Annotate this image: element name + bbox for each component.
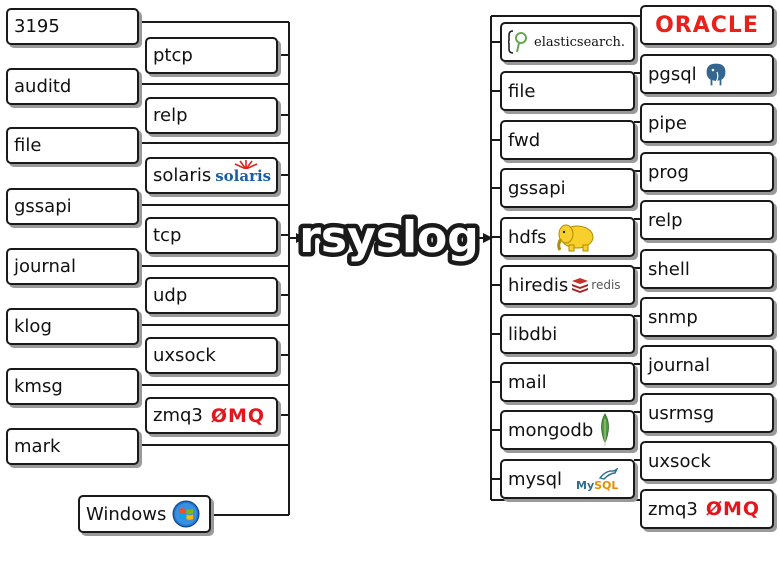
- module-label: udp: [153, 285, 188, 306]
- elasticsearch-logo-text: elasticsearch.: [534, 34, 626, 50]
- module-label: journal: [648, 354, 710, 376]
- module-label: pgsql: [648, 63, 697, 85]
- solaris-logo: solaris: [215, 159, 272, 185]
- module-label: ptcp: [153, 45, 193, 66]
- mysql-dolphin-icon: [599, 467, 619, 480]
- module-label: hdfs: [508, 226, 547, 248]
- zeromq-logo: ØMQ: [705, 498, 761, 520]
- mysql-logo-text: MySQL: [576, 480, 618, 491]
- module-label: relp: [648, 209, 683, 231]
- redis-logo-text: redis: [591, 278, 621, 292]
- module-label: journal: [14, 256, 76, 277]
- output-prog: prog: [640, 152, 774, 192]
- module-label: 3195: [14, 16, 60, 37]
- output-relp: relp: [640, 200, 774, 240]
- solaris-sunrise-icon: [234, 159, 258, 169]
- input-3195: 3195: [6, 8, 139, 45]
- output-mysql: mysql MySQL: [500, 459, 635, 499]
- module-label: kmsg: [14, 376, 63, 397]
- rsyslog-title-graphic: rsyslog: [295, 208, 484, 268]
- zeromq-logo: ØMQ: [210, 404, 266, 427]
- module-label: gssapi: [508, 177, 566, 199]
- output-usrmsg: usrmsg: [640, 393, 774, 433]
- module-label: mysql: [508, 468, 562, 490]
- rsyslog-title: rsyslog: [299, 212, 479, 263]
- output-snmp: snmp: [640, 297, 774, 337]
- postgresql-elephant-icon: [705, 62, 727, 87]
- module-label: zmq3: [153, 405, 203, 426]
- module-label: shell: [648, 258, 690, 280]
- mysql-logo-text-part: My: [576, 478, 595, 492]
- module-label: pipe: [648, 112, 687, 134]
- module-label: file: [508, 80, 536, 102]
- module-label: uxsock: [648, 450, 711, 472]
- output-file: file: [500, 71, 635, 111]
- module-label: hiredis: [508, 274, 569, 296]
- oracle-logo: ORACLE: [655, 12, 759, 38]
- output-hiredis: hiredis redis: [500, 265, 635, 305]
- module-label: solaris: [153, 165, 212, 186]
- input-kmsg: kmsg: [6, 368, 139, 405]
- output-zmq3: zmq3 ØMQ: [640, 489, 774, 529]
- input-gssapi: gssapi: [6, 188, 139, 225]
- module-label: gssapi: [14, 196, 72, 217]
- hadoop-elephant-icon: [556, 224, 594, 252]
- module-label: klog: [14, 316, 52, 337]
- output-pipe: pipe: [640, 103, 774, 143]
- output-pgsql: pgsql: [640, 54, 774, 94]
- output-hdfs: hdfs: [500, 217, 635, 257]
- mongodb-leaf-icon: [601, 413, 610, 446]
- module-label: fwd: [508, 129, 541, 151]
- input-mark: mark: [6, 428, 139, 465]
- module-label: zmq3: [648, 498, 698, 520]
- output-oracle: ORACLE: [640, 5, 774, 45]
- input-relp: relp: [145, 97, 278, 134]
- input-uxsock: uxsock: [145, 337, 278, 374]
- output-mail: mail: [500, 362, 635, 402]
- output-libdbi: libdbi: [500, 314, 635, 354]
- input-journal: journal: [6, 248, 139, 285]
- mysql-logo-text-part: SQL: [594, 478, 619, 492]
- output-journal: journal: [640, 345, 774, 385]
- rsyslog-core: rsyslog: [295, 208, 484, 268]
- elasticsearch-logo-icon: [508, 30, 527, 54]
- input-udp: udp: [145, 277, 278, 314]
- windows-logo-icon: [172, 500, 200, 528]
- module-label: file: [14, 135, 42, 156]
- module-label: mongodb: [508, 419, 594, 441]
- solaris-logo-text: solaris: [215, 166, 272, 185]
- module-label: libdbi: [508, 323, 558, 345]
- input-solaris: solaris solaris: [145, 157, 278, 194]
- module-label: mark: [14, 436, 61, 457]
- module-label: mail: [508, 371, 547, 393]
- module-label: Windows: [86, 503, 167, 525]
- input-auditd: auditd: [6, 68, 139, 105]
- input-ptcp: ptcp: [145, 37, 278, 74]
- module-label: uxsock: [153, 345, 216, 366]
- module-label: prog: [648, 161, 689, 183]
- output-fwd: fwd: [500, 120, 635, 160]
- module-label: relp: [153, 105, 188, 126]
- module-label: tcp: [153, 225, 182, 246]
- output-elasticsearch: elasticsearch.: [500, 22, 635, 62]
- output-uxsock: uxsock: [640, 441, 774, 481]
- output-gssapi: gssapi: [500, 168, 635, 208]
- output-shell: shell: [640, 249, 774, 289]
- output-mongodb: mongodb: [500, 410, 635, 450]
- redis-logo-icon: [572, 278, 589, 293]
- module-label: auditd: [14, 76, 72, 97]
- input-klog: klog: [6, 308, 139, 345]
- mysql-logo: MySQL: [576, 467, 619, 491]
- input-tcp: tcp: [145, 217, 278, 254]
- input-file: file: [6, 127, 139, 164]
- input-windows: Windows: [78, 495, 211, 533]
- module-label: snmp: [648, 306, 698, 328]
- input-zmq3: zmq3 ØMQ: [145, 397, 278, 434]
- module-label: usrmsg: [648, 402, 715, 424]
